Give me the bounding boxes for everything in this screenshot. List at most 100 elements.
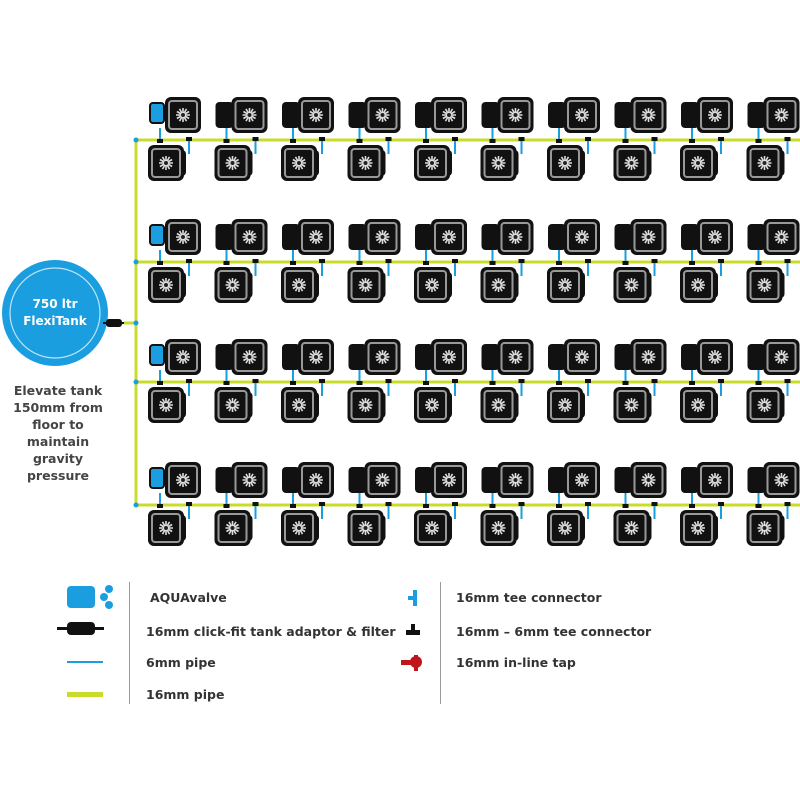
plant-icon xyxy=(292,521,306,535)
plant-center xyxy=(313,234,319,240)
plant-center xyxy=(579,112,585,118)
16mm-6mm-tee-connector-icon xyxy=(319,259,325,263)
16mm-6mm-tee-connector-icon xyxy=(423,139,429,143)
reservoir-box xyxy=(681,467,699,493)
plant-center xyxy=(379,234,386,240)
plant-icon xyxy=(375,473,390,487)
reservoir-box xyxy=(747,102,766,128)
pot-rim xyxy=(567,342,597,372)
pot-rim xyxy=(217,513,248,543)
16mm-6mm-tee-connector-icon xyxy=(452,502,458,506)
pot-unit xyxy=(414,145,452,181)
pot-unit xyxy=(481,97,534,133)
plant-icon xyxy=(425,156,439,170)
pot-rim xyxy=(217,390,248,420)
16mm-6mm-tee-connector-icon xyxy=(157,261,163,265)
pot-unit xyxy=(348,219,401,255)
pot-unit xyxy=(747,97,800,133)
16mm-6mm-tee-connector-icon xyxy=(784,259,791,263)
reservoir-box xyxy=(747,224,766,250)
reservoir-box xyxy=(681,102,699,128)
pot-unit xyxy=(680,387,718,423)
aquavalve-icon-dot xyxy=(105,585,113,593)
16mm-6mm-tee-connector-icon xyxy=(319,502,325,506)
plant-icon xyxy=(159,521,173,535)
plant-center xyxy=(362,525,369,531)
pot-rim xyxy=(284,513,314,543)
reservoir-box xyxy=(614,344,633,370)
pot-rim xyxy=(234,342,265,372)
reservoir-box xyxy=(415,224,433,250)
16mm-6mm-tee-connector-icon xyxy=(718,502,724,506)
plant-icon xyxy=(375,230,390,244)
16mm-6mm-tee-connector-icon xyxy=(356,261,363,265)
pot-unit xyxy=(480,510,519,546)
16mm-6mm-tee-connector-icon xyxy=(157,381,163,385)
tank-note-line: floor to maintain xyxy=(26,417,90,449)
plant-icon xyxy=(159,156,173,170)
reservoir-box xyxy=(548,102,566,128)
16mm-6mm-tee-connector-icon xyxy=(755,381,762,385)
plant-center xyxy=(246,234,253,240)
plant-center xyxy=(446,477,452,483)
16mm-6mm-tee-connector-icon xyxy=(423,261,429,265)
pot-unit xyxy=(614,97,667,133)
tank-note-line: Elevate tank xyxy=(13,383,103,398)
plant-center xyxy=(512,477,519,483)
plant-icon xyxy=(225,398,240,412)
plant-center xyxy=(246,112,253,118)
legend-aquavalve: AQUAvalve xyxy=(150,590,227,605)
16mm-6mm-tee-connector-icon xyxy=(556,504,562,508)
16mm-6mm-tee-connector-icon xyxy=(718,379,724,383)
pot-rim xyxy=(683,270,713,300)
plant-icon xyxy=(558,156,572,170)
16mm-6mm-tee-connector-icon xyxy=(489,381,496,385)
16mm-6mm-tee-connector-icon xyxy=(556,381,562,385)
pot-rim xyxy=(234,100,265,130)
reservoir-box xyxy=(415,344,433,370)
plant-icon xyxy=(691,521,705,535)
plant-icon xyxy=(358,278,373,292)
16mm-6mm-tee-connector-icon xyxy=(385,137,392,141)
16mm-6mm-tee-connector-icon xyxy=(784,379,791,383)
reservoir-box xyxy=(282,344,300,370)
pot-unit xyxy=(414,387,452,423)
plant-center xyxy=(495,402,502,408)
aquavalve-icon xyxy=(67,586,95,608)
pot-rim xyxy=(567,465,597,495)
plant-center xyxy=(163,160,169,166)
plant-icon xyxy=(225,156,240,170)
plant-center xyxy=(429,402,435,408)
pot-unit xyxy=(214,510,253,546)
plant-icon xyxy=(491,278,506,292)
16mm-6mm-tee-connector-icon xyxy=(784,502,791,506)
legend-divider xyxy=(440,582,441,704)
pot-unit xyxy=(480,387,519,423)
plant-center xyxy=(778,354,785,360)
plant-icon xyxy=(774,230,789,244)
16mm-6mm-tee-connector-icon xyxy=(290,139,296,143)
16mm-6mm-tee-connector-icon xyxy=(186,502,192,506)
plant-center xyxy=(579,234,585,240)
pot-unit xyxy=(415,219,467,255)
16mm-6mm-tee-connector-icon xyxy=(556,139,562,143)
plant-center xyxy=(296,160,302,166)
plant-center xyxy=(180,112,186,118)
16mm-6mm-tee-connector-icon xyxy=(223,504,230,508)
plant-icon xyxy=(624,398,639,412)
reservoir-box xyxy=(548,344,566,370)
pot-rim xyxy=(567,100,597,130)
plant-icon xyxy=(641,350,656,364)
pot-rim xyxy=(350,390,381,420)
plant-center xyxy=(579,477,585,483)
aquavalve-icon xyxy=(149,344,165,366)
16mm-6mm-tee-connector-icon xyxy=(651,137,658,141)
plant-center xyxy=(429,282,435,288)
16mm-6mm-tee-connector-icon xyxy=(651,502,658,506)
plant-center xyxy=(163,525,169,531)
plant-center xyxy=(229,525,236,531)
pot-unit xyxy=(148,510,186,546)
tank-capacity: 750 ltr xyxy=(32,297,78,311)
16mm-6mm-tee-connector-icon xyxy=(356,381,363,385)
pot-unit xyxy=(281,267,319,303)
